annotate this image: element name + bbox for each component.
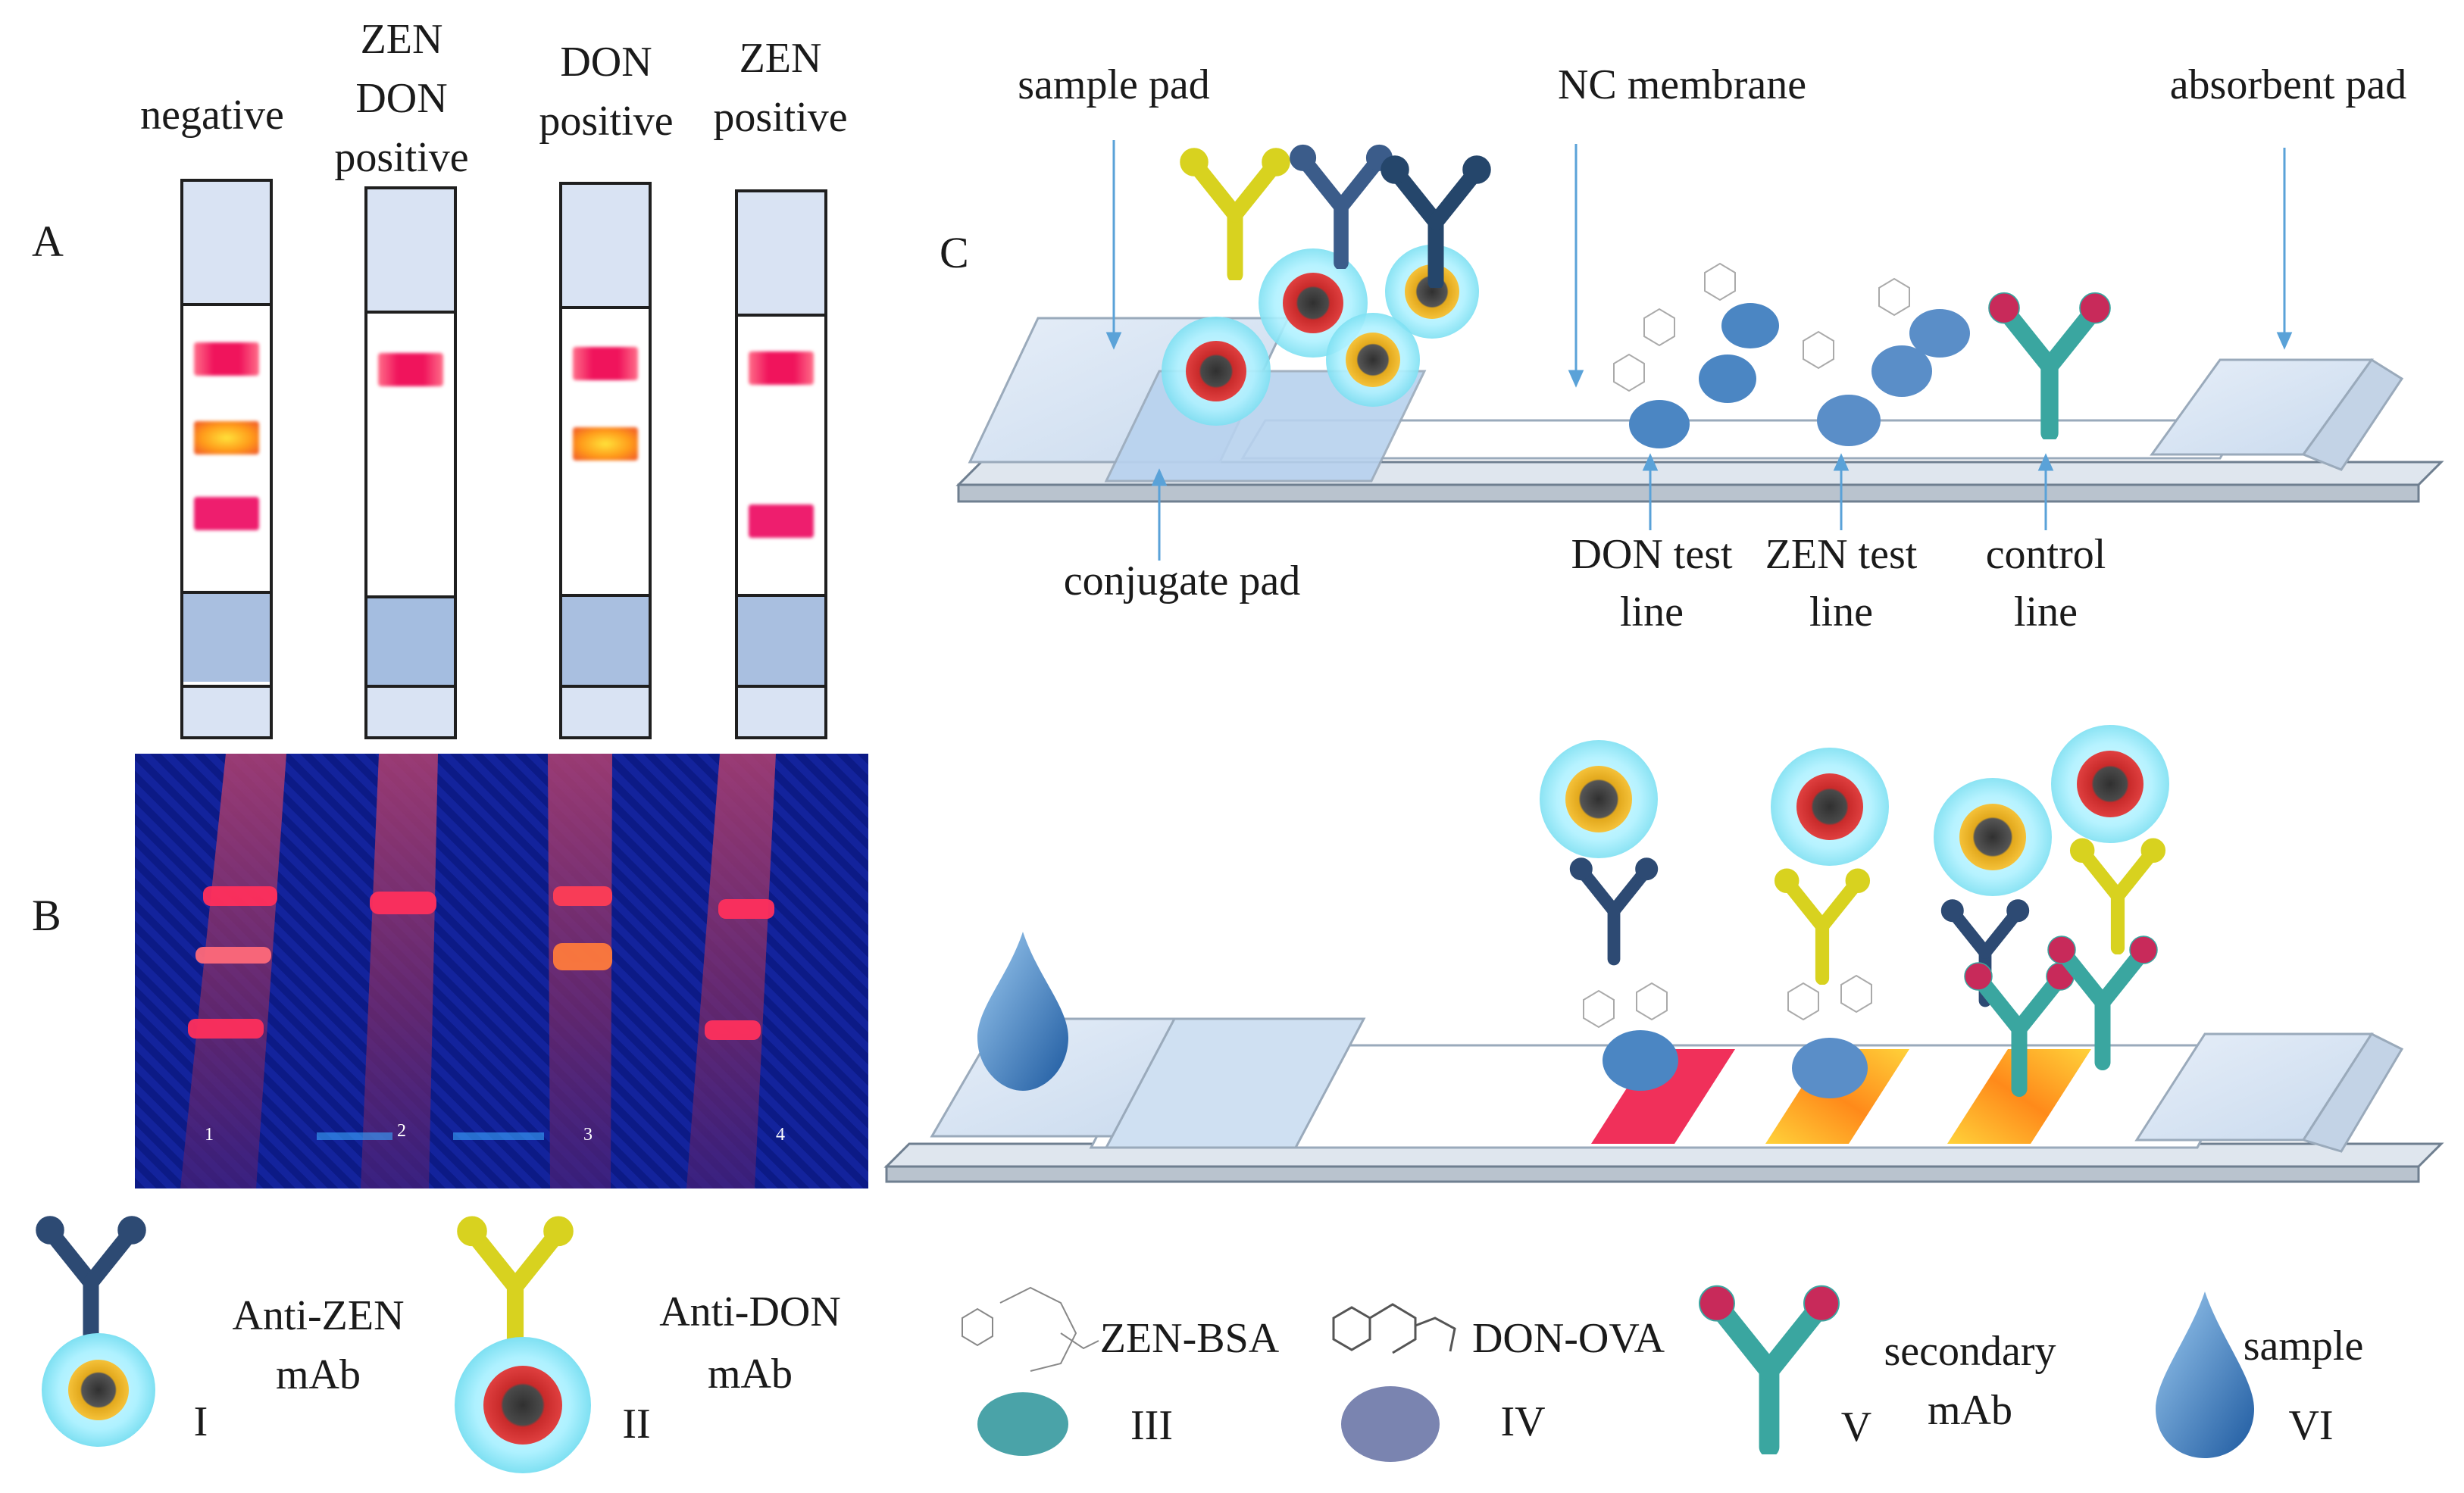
legend-secondary-1: secondary — [1884, 1328, 2056, 1375]
gold-nanoparticle-icon — [1162, 317, 1271, 426]
band-control — [194, 342, 259, 376]
anti-zen-antibody-icon — [36, 1217, 145, 1343]
header-negative: negative — [140, 92, 284, 139]
sample-drop-icon — [977, 932, 1068, 1091]
legend-anti-don-1: Anti-DON — [659, 1288, 841, 1335]
header-don-line2: positive — [539, 98, 674, 145]
zen-bsa-icon — [977, 1392, 1068, 1456]
band-control — [378, 353, 443, 386]
don-ova-icon — [1792, 1038, 1868, 1098]
lower-conjugates — [1540, 725, 2169, 1098]
secondary-antibody-icon — [1699, 1286, 1839, 1448]
lower-strip — [883, 1017, 2444, 1183]
photo-number-3: 3 — [583, 1125, 593, 1145]
legend-anti-zen-2: mAb — [276, 1351, 361, 1398]
legend-sample-num: VI — [2288, 1402, 2334, 1449]
legend-don-ova: DON-OVA — [1471, 1315, 1665, 1362]
zen-structure-icon — [962, 1286, 1099, 1372]
don-structure-icon — [1332, 1303, 1456, 1354]
antibody-icon — [1775, 869, 1870, 978]
secondary-antibody-icon — [2048, 936, 2157, 1063]
don-ova-icon — [1341, 1386, 1440, 1462]
legend-don-ova-num: IV — [1500, 1398, 1546, 1445]
legend-secondary-2: mAb — [1928, 1387, 2012, 1434]
zen-bsa-icon — [1603, 1030, 1678, 1091]
gold-nanoparticle-icon — [42, 1333, 155, 1447]
strip-photo-graphic: 1 2 3 4 — [180, 754, 785, 1188]
label-control-line-2: line — [2014, 589, 2078, 636]
label-zen-test-line-1: ZEN test — [1765, 531, 1918, 578]
don-test-line-band — [1591, 1049, 1735, 1144]
legend-anti-zen-num: I — [193, 1398, 208, 1445]
gold-nanoparticle-icon — [2051, 725, 2169, 843]
panel-label-c: C — [940, 228, 969, 277]
label-nc-membrane: NC membrane — [1557, 61, 1807, 108]
legend-secondary-num: V — [1840, 1404, 1872, 1451]
header-zen-don-line1: ZEN — [360, 16, 443, 63]
label-sample-pad: sample pad — [1018, 61, 1210, 108]
strip-zen-don-positive — [364, 186, 457, 739]
label-absorbent-pad: absorbent pad — [2169, 61, 2407, 108]
label-don-test-line-1: DON test — [1571, 531, 1733, 578]
legend-sample: sample — [2243, 1323, 2364, 1370]
legend-zen-bsa: ZEN-BSA — [1099, 1315, 1280, 1362]
header-don-line1: DON — [560, 39, 652, 86]
band-don — [573, 427, 638, 461]
band-zen — [194, 497, 259, 530]
strip-zen-positive — [735, 189, 827, 739]
label-conjugate-pad: conjugate pad — [1063, 558, 1301, 604]
photo-number-1: 1 — [205, 1125, 214, 1145]
antibody-icon — [1290, 145, 1392, 263]
panel-label-b: B — [32, 891, 61, 940]
hapten-structure-icon — [1583, 974, 1872, 1029]
strip-negative — [180, 179, 273, 739]
band-control — [749, 351, 814, 385]
gold-nanoparticle-icon — [1385, 245, 1479, 339]
header-zen-line2: positive — [713, 94, 848, 141]
band-don — [194, 421, 259, 454]
band-zen — [749, 504, 814, 538]
anti-don-antibody-icon — [458, 1217, 573, 1350]
photo-number-2: 2 — [397, 1121, 406, 1141]
hapten-structure-icon — [1613, 262, 1910, 392]
strip-photo: 1 2 3 4 — [135, 754, 868, 1188]
don-ova-icon — [1817, 309, 1970, 446]
zen-bsa-icon — [1629, 303, 1779, 448]
gold-nanoparticle-icon — [1540, 740, 1658, 858]
header-zen-line1: ZEN — [739, 35, 822, 82]
gold-nanoparticle-icon — [1326, 313, 1420, 407]
legend-anti-zen-1: Anti-ZEN — [232, 1292, 405, 1339]
secondary-antibody-icon — [1989, 293, 2110, 433]
legend-anti-don-num: II — [622, 1401, 651, 1448]
upper-conjugates — [1162, 145, 2110, 448]
legend-anti-don-2: mAb — [708, 1351, 793, 1398]
gold-nanoparticle-icon — [1934, 778, 2052, 896]
legend-zen-bsa-num: III — [1130, 1402, 1173, 1449]
antibody-icon — [2071, 839, 2165, 948]
label-arrows — [1105, 140, 2293, 561]
label-zen-test-line-2: line — [1809, 589, 1873, 636]
label-don-test-line-2: line — [1620, 589, 1684, 636]
panel-label-a: A — [32, 217, 64, 266]
band-control — [573, 347, 638, 380]
gold-nanoparticle-icon — [1771, 748, 1889, 866]
legend-icons — [36, 1217, 2254, 1473]
antibody-icon — [1570, 858, 1657, 959]
gold-nanoparticle-icon — [455, 1337, 591, 1473]
label-control-line-1: control — [1985, 531, 2106, 578]
photo-number-4: 4 — [776, 1125, 785, 1145]
header-zen-don-line3: positive — [334, 134, 469, 181]
antibody-icon — [1180, 148, 1290, 275]
strip-don-positive — [559, 182, 652, 739]
sample-icon — [2156, 1292, 2254, 1458]
header-zen-don-line2: DON — [355, 75, 448, 122]
